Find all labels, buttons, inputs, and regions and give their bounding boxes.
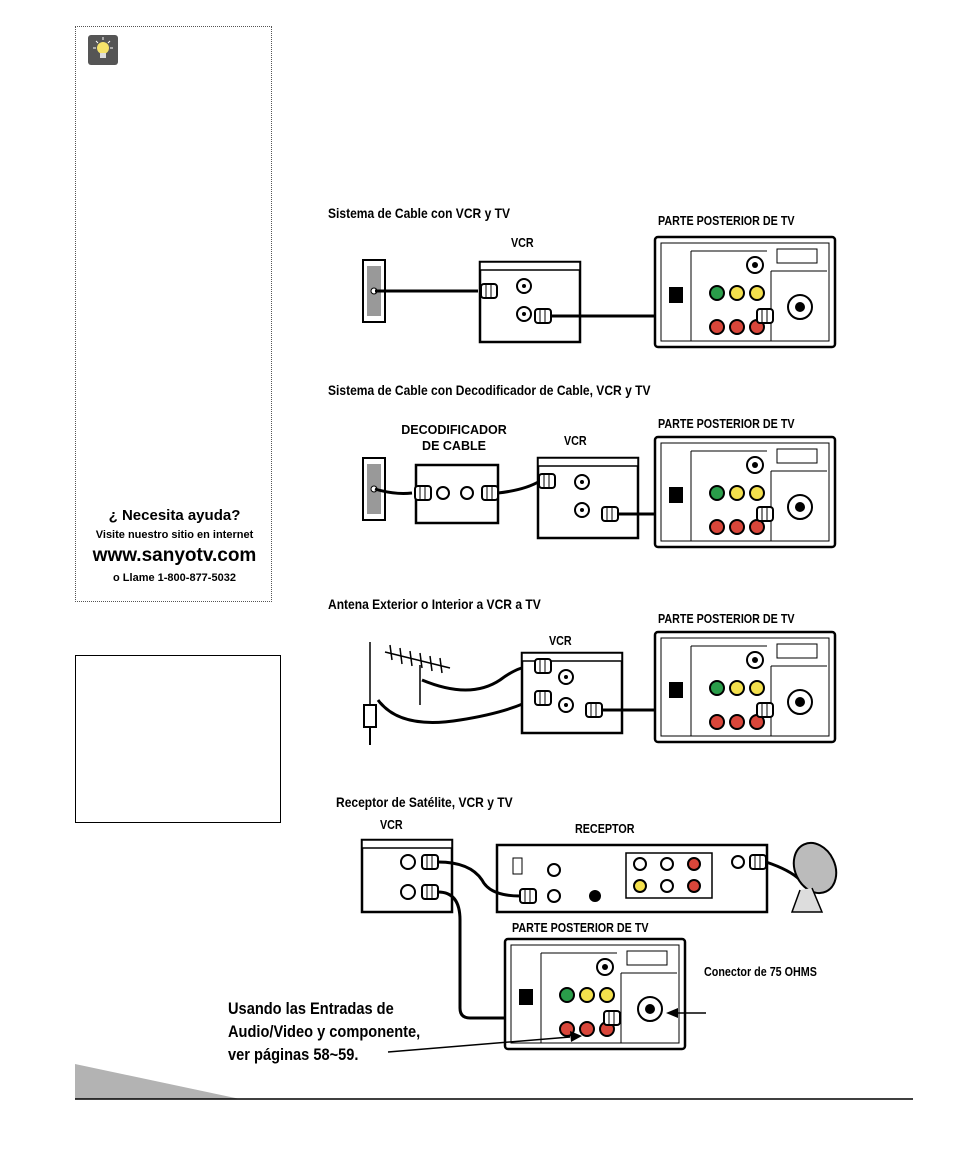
section-title-3: Antena Exterior o Interior a VCR a TV xyxy=(328,596,541,612)
diagram-cable-vcr-tv xyxy=(362,235,837,349)
diagram-antenna-vcr-tv xyxy=(363,630,837,745)
tv-label-3: PARTE POSTERIOR DE TV xyxy=(658,612,795,626)
phone-text: o Llame 1-800-877-5032 xyxy=(113,572,236,584)
diagram-satellite-vcr-tv xyxy=(360,838,838,1051)
diagram-cable-decoder-vcr-tv xyxy=(362,435,837,549)
visit-text: Visite nuestro sitio en internet xyxy=(95,529,254,541)
receiver-label: RECEPTOR xyxy=(575,822,635,836)
vcr-label-3: VCR xyxy=(549,634,572,648)
note-line-1: Usando las Entradas de xyxy=(228,999,394,1018)
empty-note-box xyxy=(75,655,281,823)
vcr-label-2: VCR xyxy=(564,434,587,448)
tip-sidebar: ¿ Necesita ayuda? Visite nuestro sitio e… xyxy=(75,26,272,602)
vcr-label-1: VCR xyxy=(511,236,534,250)
section-title-4: Receptor de Satélite, VCR y TV xyxy=(336,794,513,810)
av-inputs-note: Usando las Entradas de Audio/Video y com… xyxy=(228,997,420,1066)
help-title: ¿ Necesita ayuda? xyxy=(108,507,241,524)
connector-label: Conector de 75 OHMS xyxy=(704,965,817,979)
note-line-3: ver páginas 58~59. xyxy=(228,1045,359,1064)
lightbulb-icon xyxy=(88,35,118,65)
note-line-2: Audio/Video y componente, xyxy=(228,1022,421,1041)
website-link[interactable]: www.sanyotv.com xyxy=(92,545,257,566)
section-title-2: Sistema de Cable con Decodificador de Ca… xyxy=(328,382,651,398)
tv-label-4: PARTE POSTERIOR DE TV xyxy=(512,921,649,935)
section-title-1: Sistema de Cable con VCR y TV xyxy=(328,205,510,221)
tv-label-1: PARTE POSTERIOR DE TV xyxy=(658,214,795,228)
vcr-label-4: VCR xyxy=(380,818,403,832)
tv-label-2: PARTE POSTERIOR DE TV xyxy=(658,417,795,431)
